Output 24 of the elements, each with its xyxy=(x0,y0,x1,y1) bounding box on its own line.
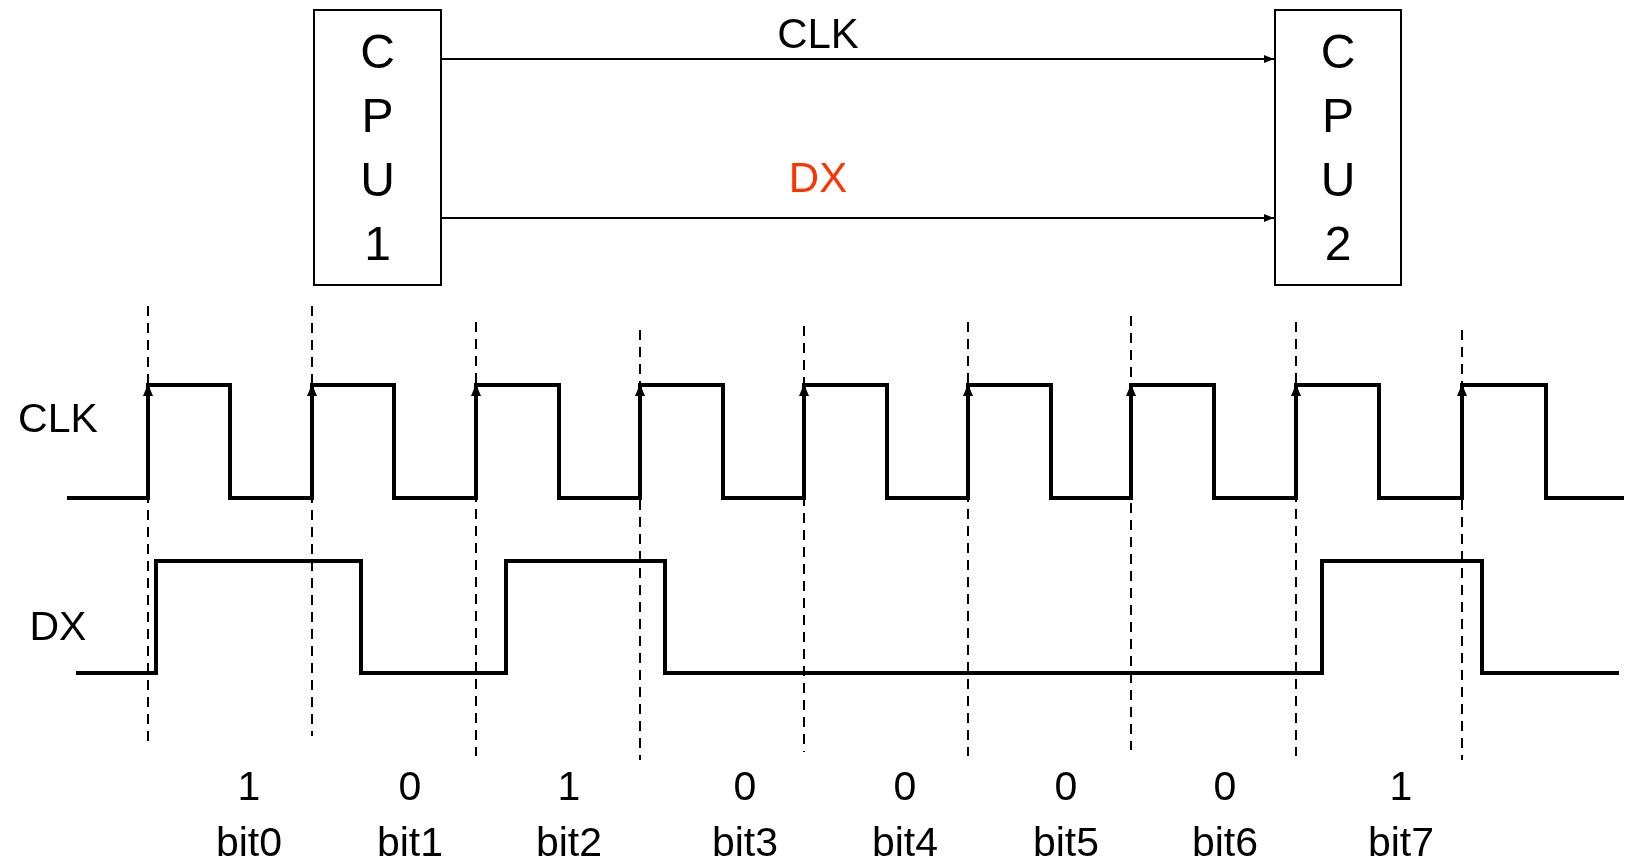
bit-index: bit6 xyxy=(1191,821,1259,863)
bit-index: bit7 xyxy=(1367,821,1435,863)
arrow xyxy=(441,55,1275,63)
signal-name: CLK xyxy=(18,397,98,439)
bit-value: 1 xyxy=(1389,765,1413,807)
signal-name: DX xyxy=(29,605,87,647)
bit-value: 0 xyxy=(1213,765,1237,807)
processor-box xyxy=(1274,9,1402,286)
bit-value: 0 xyxy=(398,765,422,807)
processor-label: C P U 2 xyxy=(1319,23,1357,272)
bit-index: bit2 xyxy=(535,821,603,863)
arrow xyxy=(441,214,1275,222)
bit-value: 1 xyxy=(237,765,261,807)
bit-value: 0 xyxy=(1054,765,1078,807)
bit-value: 0 xyxy=(733,765,757,807)
bit-value: 1 xyxy=(557,765,581,807)
bit-index: bit3 xyxy=(711,821,779,863)
bit-index: bit4 xyxy=(871,821,939,863)
bit-index: bit1 xyxy=(376,821,444,863)
bit-index: bit5 xyxy=(1032,821,1100,863)
bit-index: bit0 xyxy=(215,821,283,863)
bit-value: 0 xyxy=(893,765,917,807)
processor-box xyxy=(313,9,442,286)
processor-label: C P U 1 xyxy=(359,23,396,272)
